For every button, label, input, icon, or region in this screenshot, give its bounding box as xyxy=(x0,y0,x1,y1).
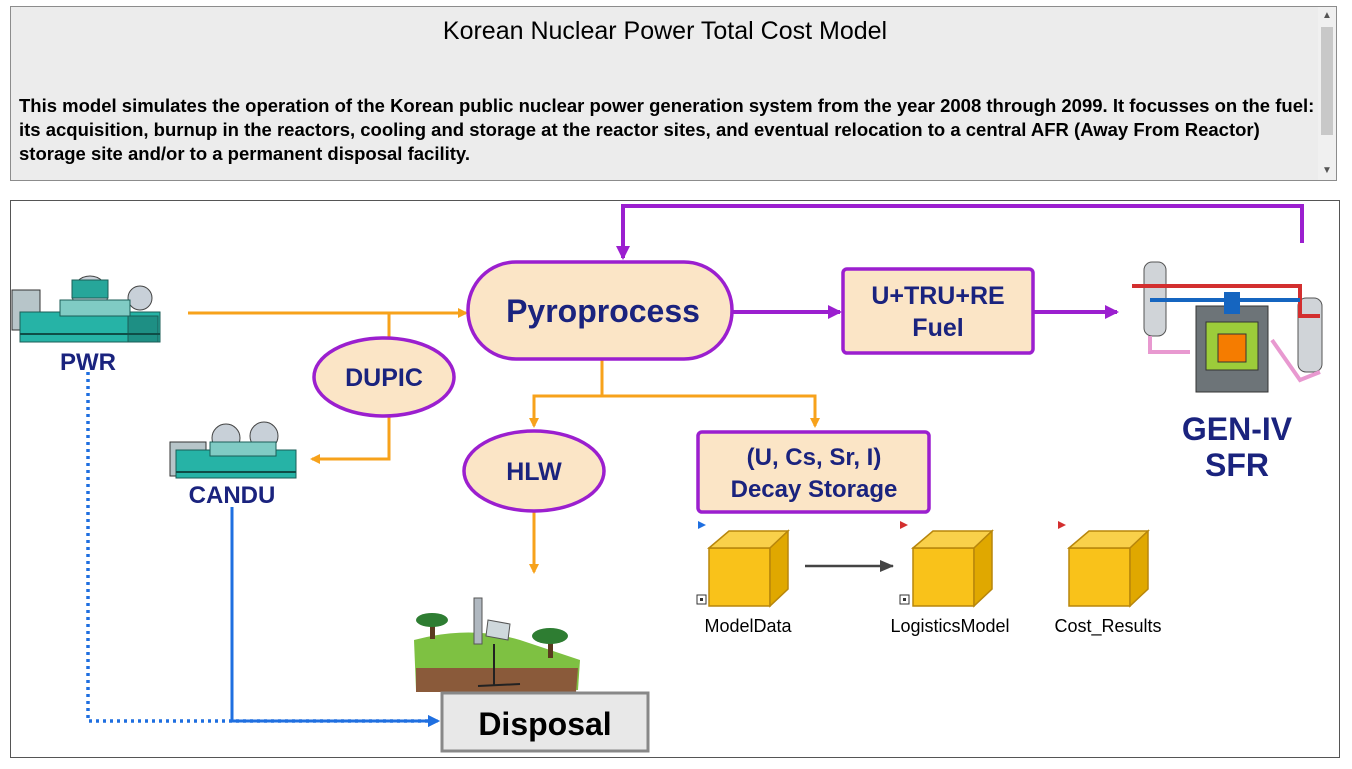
pyroprocess-label: Pyroprocess xyxy=(506,293,700,329)
candu-to-disposal-link xyxy=(230,507,440,727)
pyro-to-decay-arrow xyxy=(602,394,820,428)
disposal-label: Disposal xyxy=(478,706,611,742)
scroll-thumb[interactable] xyxy=(1321,27,1333,135)
modeldata-container[interactable] xyxy=(696,521,790,608)
fuel-label-line1: U+TRU+RE xyxy=(871,282,1004,310)
vertical-scrollbar[interactable]: ▲ ▼ xyxy=(1318,7,1336,180)
recycle-loop-arrow xyxy=(616,204,1304,260)
logisticsmodel-label: LogisticsModel xyxy=(890,616,1009,636)
logisticsmodel-marker-icon xyxy=(900,521,908,529)
dupic-node[interactable]: DUPIC xyxy=(312,336,456,418)
page-title: Korean Nuclear Power Total Cost Model xyxy=(442,17,888,45)
scroll-up-icon[interactable]: ▲ xyxy=(1322,10,1332,21)
model-description: This model simulates the operation of th… xyxy=(19,95,1315,164)
candu-plant-icon[interactable] xyxy=(169,421,297,479)
scroll-down-icon[interactable]: ▼ xyxy=(1322,165,1332,176)
model-canvas xyxy=(10,200,1340,758)
hlw-label: HLW xyxy=(506,458,562,486)
fuel-label-line2: Fuel xyxy=(912,314,963,342)
cost-results-marker-icon xyxy=(1058,521,1066,529)
candu-label: CANDU xyxy=(189,482,276,509)
pwr-label: PWR xyxy=(60,349,116,376)
disposal-node[interactable]: Disposal xyxy=(440,691,650,753)
pyro-to-hlw-arrow xyxy=(529,394,602,428)
gen4-label-line2: SFR xyxy=(1205,447,1269,483)
logisticsmodel-container[interactable] xyxy=(899,521,994,608)
description-panel: Korean Nuclear Power Total Cost Model Th… xyxy=(10,6,1337,181)
hlw-node[interactable]: HLW xyxy=(462,429,606,513)
decay-storage-node[interactable]: (U, Cs, Sr, I) Decay Storage xyxy=(696,430,931,514)
disposal-site-icon xyxy=(414,597,580,692)
dupic-to-candu-arrow xyxy=(310,416,391,464)
pyroprocess-node[interactable]: Pyroprocess xyxy=(466,260,734,361)
dupic-label: DUPIC xyxy=(345,364,423,392)
fuel-node[interactable]: U+TRU+RE Fuel xyxy=(841,267,1035,355)
modeldata-label: ModelData xyxy=(704,616,792,636)
decay-label-line1: (U, Cs, Sr, I) xyxy=(747,444,882,471)
decay-label-line2: Decay Storage xyxy=(731,476,898,503)
gen4-label-line1: GEN-IV xyxy=(1182,411,1293,447)
pwr-plant-icon[interactable] xyxy=(11,275,161,343)
sfr-reactor-icon[interactable] xyxy=(1132,261,1323,393)
cost-results-label: Cost_Results xyxy=(1054,616,1161,637)
modeldata-marker-icon xyxy=(698,521,706,529)
cost-results-container[interactable] xyxy=(1058,521,1150,608)
